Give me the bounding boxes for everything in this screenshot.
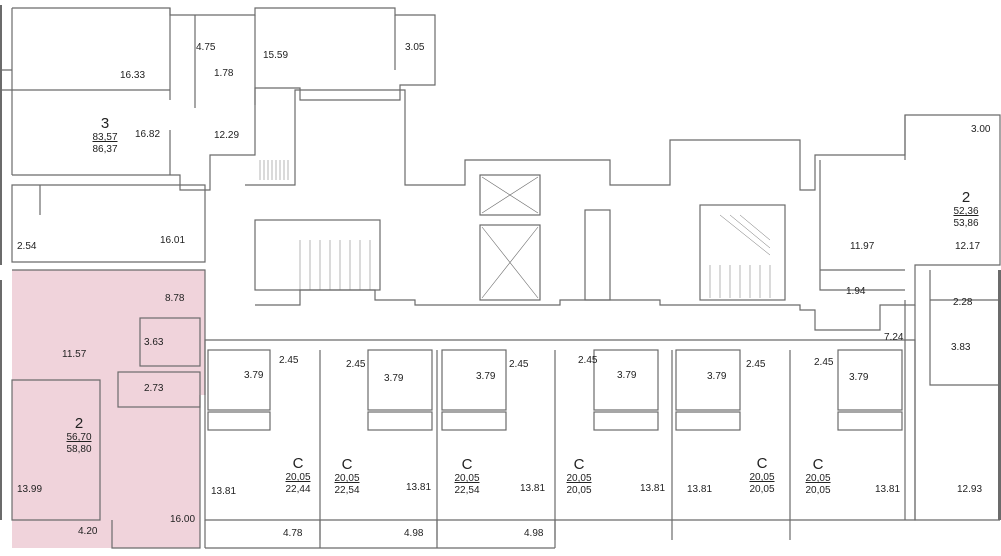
label-h-hall: 8.78 [165, 293, 185, 304]
label-s3-room: 13.81 [520, 483, 546, 494]
label-h-kitchen: 13.99 [17, 484, 43, 495]
apartment-type: С [812, 456, 824, 473]
label-e-bath-a: 2.28 [953, 297, 973, 308]
label-s2-hall: 2.45 [346, 359, 366, 370]
apartment-type: С [461, 456, 473, 473]
stair-treads [259, 160, 771, 298]
label-s4-bath: 3.79 [617, 370, 637, 381]
apartment-2-east[interactable]: 2 52,36 53,86 [949, 190, 983, 230]
apartment-2-highlighted[interactable]: 2 56,70 58,80 [62, 416, 96, 456]
apartment-area-full: 22,54 [334, 485, 360, 496]
label-n-balcony: 3.05 [405, 42, 425, 53]
apartment-3-north[interactable]: 3 83,57 86,37 [88, 116, 122, 156]
label-h-bath: 3.63 [144, 337, 164, 348]
label-h-room-big: 16.00 [170, 514, 196, 525]
label-s4-room: 13.81 [640, 483, 666, 494]
label-s6-room: 13.81 [875, 484, 901, 495]
apartment-area-total: 20,05 [749, 472, 775, 483]
studio-5[interactable]: С 20,05 20,05 [745, 456, 779, 496]
apartment-area-full: 22,44 [285, 484, 311, 495]
apartment-type: С [292, 455, 304, 472]
apartment-area-total: 20,05 [454, 473, 480, 484]
label-s4-hall: 2.45 [578, 355, 598, 366]
apartment-area-total: 20,05 [334, 473, 360, 484]
apartment-area-full: 20,05 [805, 485, 831, 496]
label-s3-balcony: 4.98 [524, 528, 544, 539]
label-n-room-a: 16.33 [120, 70, 146, 81]
label-s5-bath: 3.79 [707, 371, 727, 382]
apartment-type: С [756, 455, 768, 472]
label-e-bath-b: 3.83 [951, 342, 971, 353]
label-e-room: 12.17 [955, 241, 981, 252]
label-n-balcony-w: 2.54 [17, 241, 37, 252]
apartment-type: 2 [74, 415, 84, 432]
label-n-wc: 1.78 [214, 68, 234, 79]
apartment-type: С [341, 456, 353, 473]
label-h-balcony: 4.20 [78, 526, 98, 537]
label-n-hall: 12.29 [214, 130, 240, 141]
apartment-type: 3 [100, 115, 110, 132]
label-s2-room: 13.81 [406, 482, 432, 493]
label-s1-hall: 2.45 [279, 355, 299, 366]
label-s3-hall: 2.45 [509, 359, 529, 370]
apartment-area-total: 52,36 [953, 206, 979, 217]
apartment-area-full: 53,86 [953, 218, 979, 229]
apartment-area-total: 20,05 [566, 473, 592, 484]
label-n-bath: 4.75 [196, 42, 216, 53]
highlighted-apartment-fill [12, 270, 205, 548]
label-s5-hall: 2.45 [746, 359, 766, 370]
label-s5-room: 13.81 [687, 484, 713, 495]
apartment-area-full: 86,37 [92, 144, 118, 155]
label-e-room-se: 12.93 [957, 484, 983, 495]
studio-1[interactable]: С 20,05 22,44 [281, 456, 315, 496]
apartment-type: 2 [961, 189, 971, 206]
label-n-room-d: 16.01 [160, 235, 186, 246]
studio-4[interactable]: С 20,05 20,05 [562, 457, 596, 497]
studio-2[interactable]: С 20,05 22,54 [330, 457, 364, 497]
label-s2-bath: 3.79 [384, 373, 404, 384]
label-h-room: 11.57 [62, 349, 87, 360]
apartment-area-full: 58,80 [66, 444, 92, 455]
label-n-room-b: 15.59 [263, 50, 289, 61]
studio-6[interactable]: С 20,05 20,05 [801, 457, 835, 497]
apartment-area-total: 56,70 [66, 432, 92, 443]
label-e-hall: 7.24 [884, 332, 904, 343]
label-s1-room: 13.81 [211, 486, 237, 497]
apartment-area-total: 83,57 [92, 132, 118, 143]
apartment-area-full: 20,05 [566, 485, 592, 496]
label-n-room-c: 16.82 [135, 129, 161, 140]
label-s3-bath: 3.79 [476, 371, 496, 382]
apartment-type: С [573, 456, 585, 473]
label-s2-balcony: 4.98 [404, 528, 424, 539]
label-e-balcony: 3.00 [971, 124, 991, 135]
label-s6-bath: 3.79 [849, 372, 869, 383]
studio-3[interactable]: С 20,05 22,54 [450, 457, 484, 497]
label-e-kitchen: 11.97 [850, 241, 875, 252]
apartment-area-total: 20,05 [805, 473, 831, 484]
label-h-wc: 2.73 [144, 383, 164, 394]
apartment-area-total: 20,05 [285, 472, 311, 483]
walls [0, 5, 1001, 549]
label-s6-hall: 2.45 [814, 357, 834, 368]
label-s1-bath: 3.79 [244, 370, 264, 381]
apartment-area-full: 20,05 [749, 484, 775, 495]
apartment-area-full: 22,54 [454, 485, 480, 496]
label-s1-balcony: 4.78 [283, 528, 303, 539]
label-e-wc: 1.94 [846, 286, 866, 297]
